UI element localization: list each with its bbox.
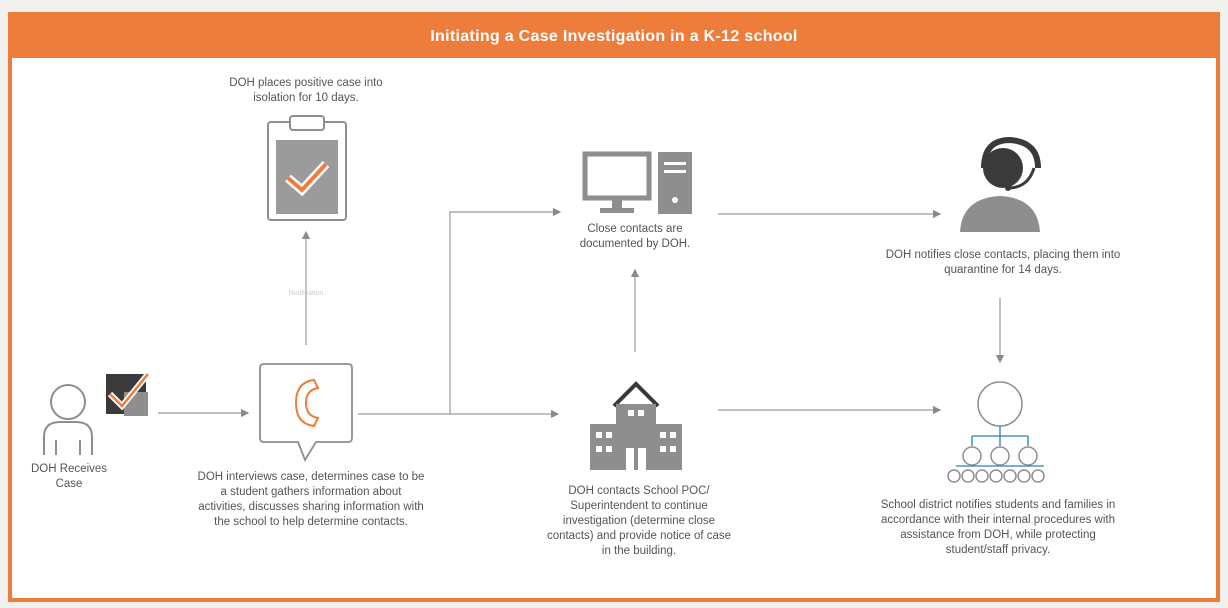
label-arrow-note: Notification bbox=[288, 290, 324, 297]
person-icon bbox=[43, 384, 93, 455]
label-notify-contacts: DOH notifies close contacts, placing the… bbox=[885, 249, 1121, 276]
label-interview: DOH interviews case, determines case to … bbox=[197, 471, 425, 528]
clipboard-icon bbox=[267, 115, 347, 221]
connectors bbox=[158, 207, 1005, 419]
school-building-icon bbox=[590, 381, 682, 470]
arrow-interview-to-contacts bbox=[358, 207, 562, 415]
label-receives-case: DOH Receives Case bbox=[30, 463, 108, 490]
phone-bubble-icon bbox=[259, 363, 353, 463]
label-school-poc: DOH contacts School POC/ Superintendent … bbox=[546, 485, 732, 557]
label-district: School district notifies students and fa… bbox=[880, 499, 1116, 556]
headset-person-icon bbox=[960, 136, 1041, 232]
label-close-contacts: Close contacts are documented by DOH. bbox=[579, 223, 691, 250]
diagram-frame: Initiating a Case Investigation in a K-1… bbox=[8, 12, 1220, 602]
computer-icon bbox=[582, 151, 692, 214]
checkbox-icon bbox=[106, 372, 151, 416]
label-isolation: DOH places positive case into isolation … bbox=[229, 77, 383, 104]
diagram-title: Initiating a Case Investigation in a K-1… bbox=[12, 16, 1216, 58]
org-network-icon bbox=[947, 381, 1045, 483]
